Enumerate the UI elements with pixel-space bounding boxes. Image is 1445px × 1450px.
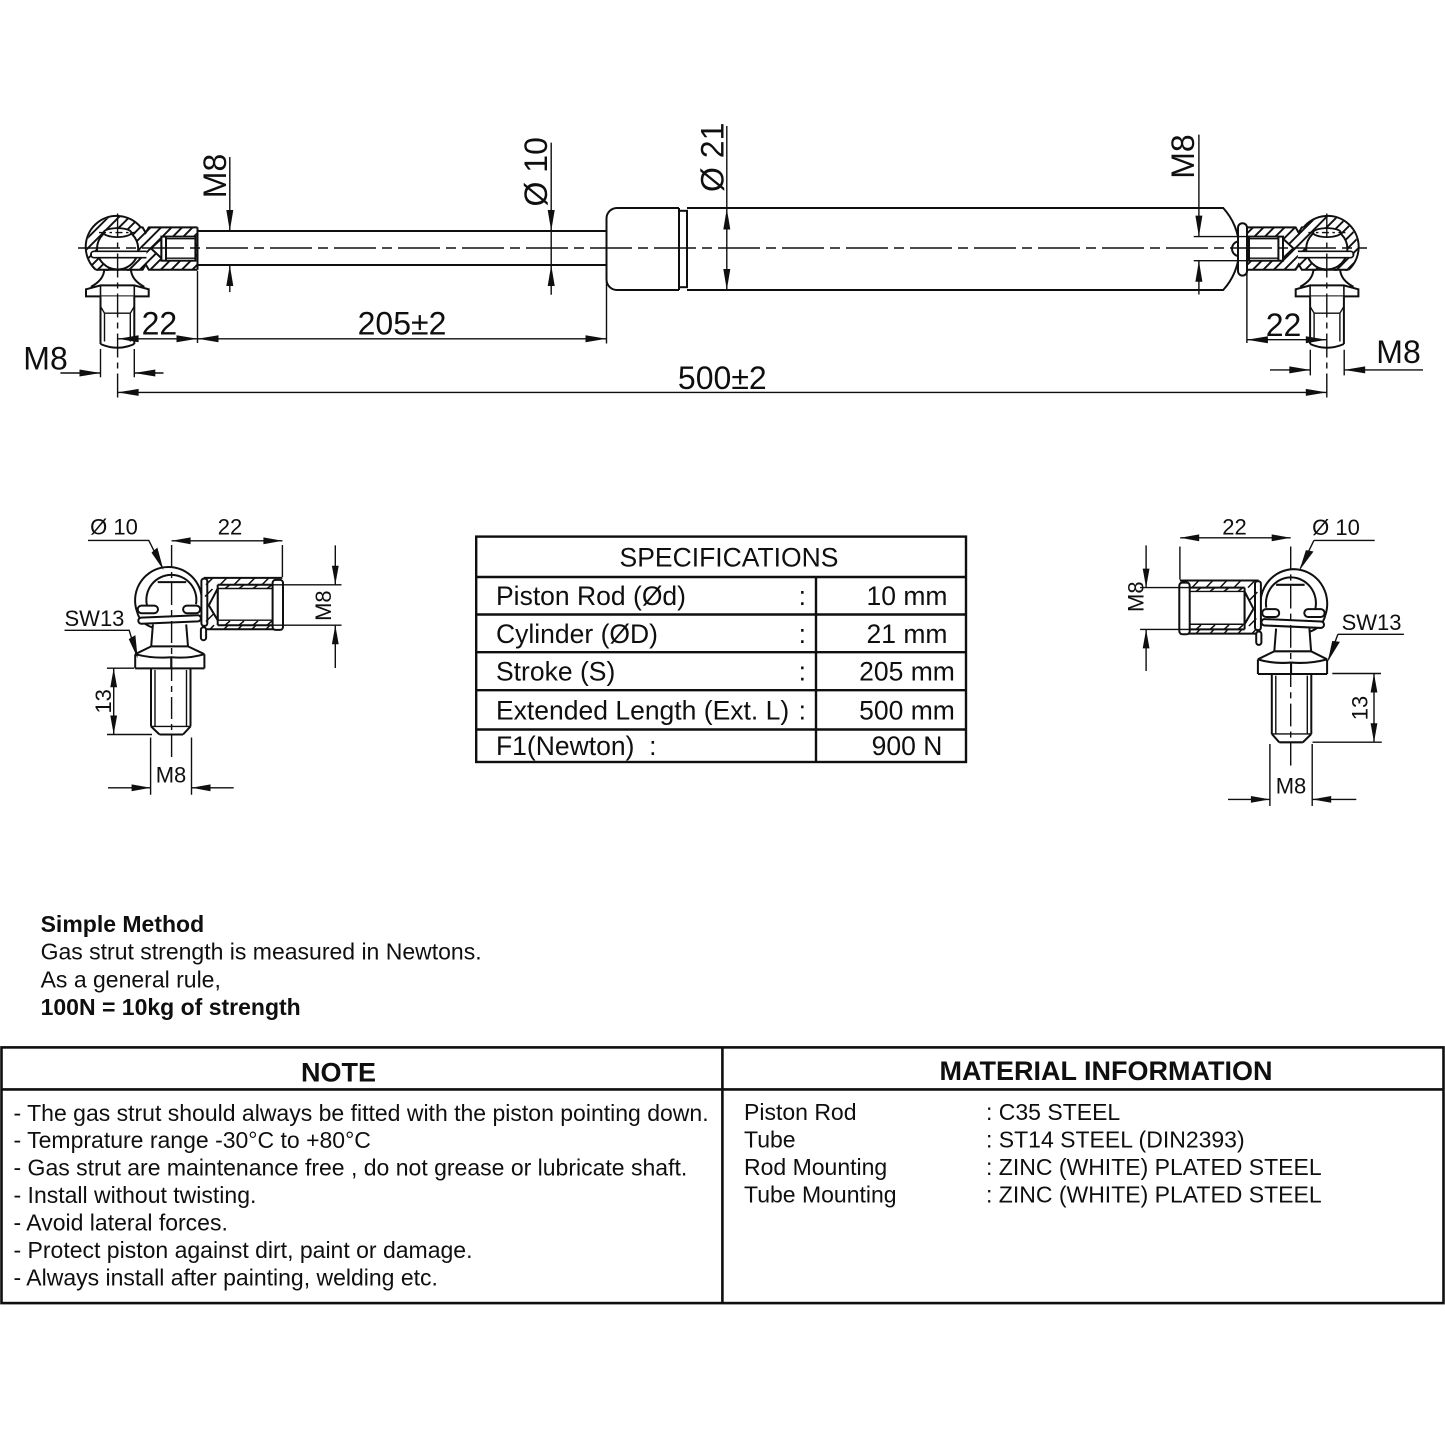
svg-text:10 mm: 10 mm: [867, 581, 948, 611]
svg-text:- Install without twisting.: - Install without twisting.: [14, 1182, 257, 1208]
svg-text:Piston Rod (Ød): Piston Rod (Ød): [496, 581, 686, 611]
svg-text:: ZINC (WHITE) PLATED STEEL: : ZINC (WHITE) PLATED STEEL: [986, 1182, 1322, 1208]
svg-text:100N = 10kg of strength: 100N = 10kg of strength: [41, 994, 301, 1020]
svg-text:- Always install after paintin: - Always install after painting, welding…: [14, 1265, 438, 1291]
svg-text:- Gas strut are maintenance fr: - Gas strut are maintenance free , do no…: [14, 1155, 688, 1181]
svg-text:Gas strut strength is measured: Gas strut strength is measured in Newton…: [41, 939, 482, 965]
svg-text:22: 22: [218, 515, 242, 540]
svg-text:13: 13: [91, 689, 116, 713]
svg-text::: :: [799, 581, 806, 611]
svg-text:500 mm: 500 mm: [859, 695, 955, 725]
svg-text:: ST14 STEEL (DIN2393): : ST14 STEEL (DIN2393): [986, 1127, 1245, 1153]
svg-text:205 mm: 205 mm: [859, 657, 955, 687]
svg-text:M8: M8: [1376, 334, 1420, 370]
svg-text:Extended Length (Ext. L): Extended Length (Ext. L): [496, 695, 789, 725]
svg-text:M8: M8: [311, 590, 336, 621]
svg-text:M8: M8: [197, 154, 233, 198]
svg-text:: ZINC (WHITE) PLATED STEEL: : ZINC (WHITE) PLATED STEEL: [986, 1154, 1322, 1180]
svg-text:22: 22: [1266, 307, 1302, 343]
svg-text:: C35 STEEL: : C35 STEEL: [986, 1099, 1120, 1125]
svg-text:M8: M8: [1165, 134, 1201, 178]
svg-text:- Protect piston against dirt,: - Protect piston against dirt, paint or …: [14, 1237, 473, 1263]
svg-text:13: 13: [1348, 696, 1373, 720]
svg-text:As a general rule,: As a general rule,: [41, 967, 221, 993]
svg-text:SPECIFICATIONS: SPECIFICATIONS: [620, 543, 839, 573]
svg-text:900 N: 900 N: [872, 731, 943, 761]
svg-text:M8: M8: [23, 340, 67, 376]
svg-text:Ø 10: Ø 10: [90, 515, 138, 540]
svg-text:SW13: SW13: [65, 606, 125, 631]
svg-text:- Temprature range -30°C to +8: - Temprature range -30°C to +80°C: [14, 1127, 371, 1153]
svg-text:M8: M8: [1276, 773, 1307, 798]
svg-text:M8: M8: [1124, 581, 1149, 612]
svg-text:Ø 10: Ø 10: [518, 137, 554, 206]
svg-text:22: 22: [1222, 515, 1246, 540]
svg-text:F1(Newton) :: F1(Newton) :: [496, 731, 657, 761]
svg-text:Simple Method: Simple Method: [41, 911, 205, 937]
svg-text:Ø 21: Ø 21: [695, 123, 731, 192]
svg-text:Ø 10: Ø 10: [1312, 515, 1360, 540]
svg-text:Tube: Tube: [744, 1127, 796, 1153]
svg-text:Stroke (S): Stroke (S): [496, 657, 615, 687]
svg-text:500±2: 500±2: [678, 360, 767, 396]
svg-text::: :: [799, 657, 806, 687]
svg-text:SW13: SW13: [1342, 610, 1402, 635]
svg-text:Rod Mounting: Rod Mounting: [744, 1154, 887, 1180]
svg-text:NOTE: NOTE: [301, 1058, 376, 1088]
svg-text:M8: M8: [156, 763, 187, 788]
svg-text:MATERIAL INFORMATION: MATERIAL INFORMATION: [940, 1056, 1273, 1086]
svg-text:Cylinder (ØD): Cylinder (ØD): [496, 619, 658, 649]
svg-text::: :: [799, 695, 806, 725]
svg-text:Tube Mounting: Tube Mounting: [744, 1182, 897, 1208]
svg-text:22: 22: [142, 306, 178, 342]
svg-text::: :: [799, 619, 806, 649]
svg-text:Piston Rod: Piston Rod: [744, 1099, 857, 1125]
svg-text:205±2: 205±2: [358, 306, 447, 342]
svg-text:21 mm: 21 mm: [867, 619, 948, 649]
svg-text:- The gas strut should always: - The gas strut should always be fitted …: [14, 1100, 709, 1126]
svg-text:- Avoid lateral forces.: - Avoid lateral forces.: [14, 1210, 228, 1236]
